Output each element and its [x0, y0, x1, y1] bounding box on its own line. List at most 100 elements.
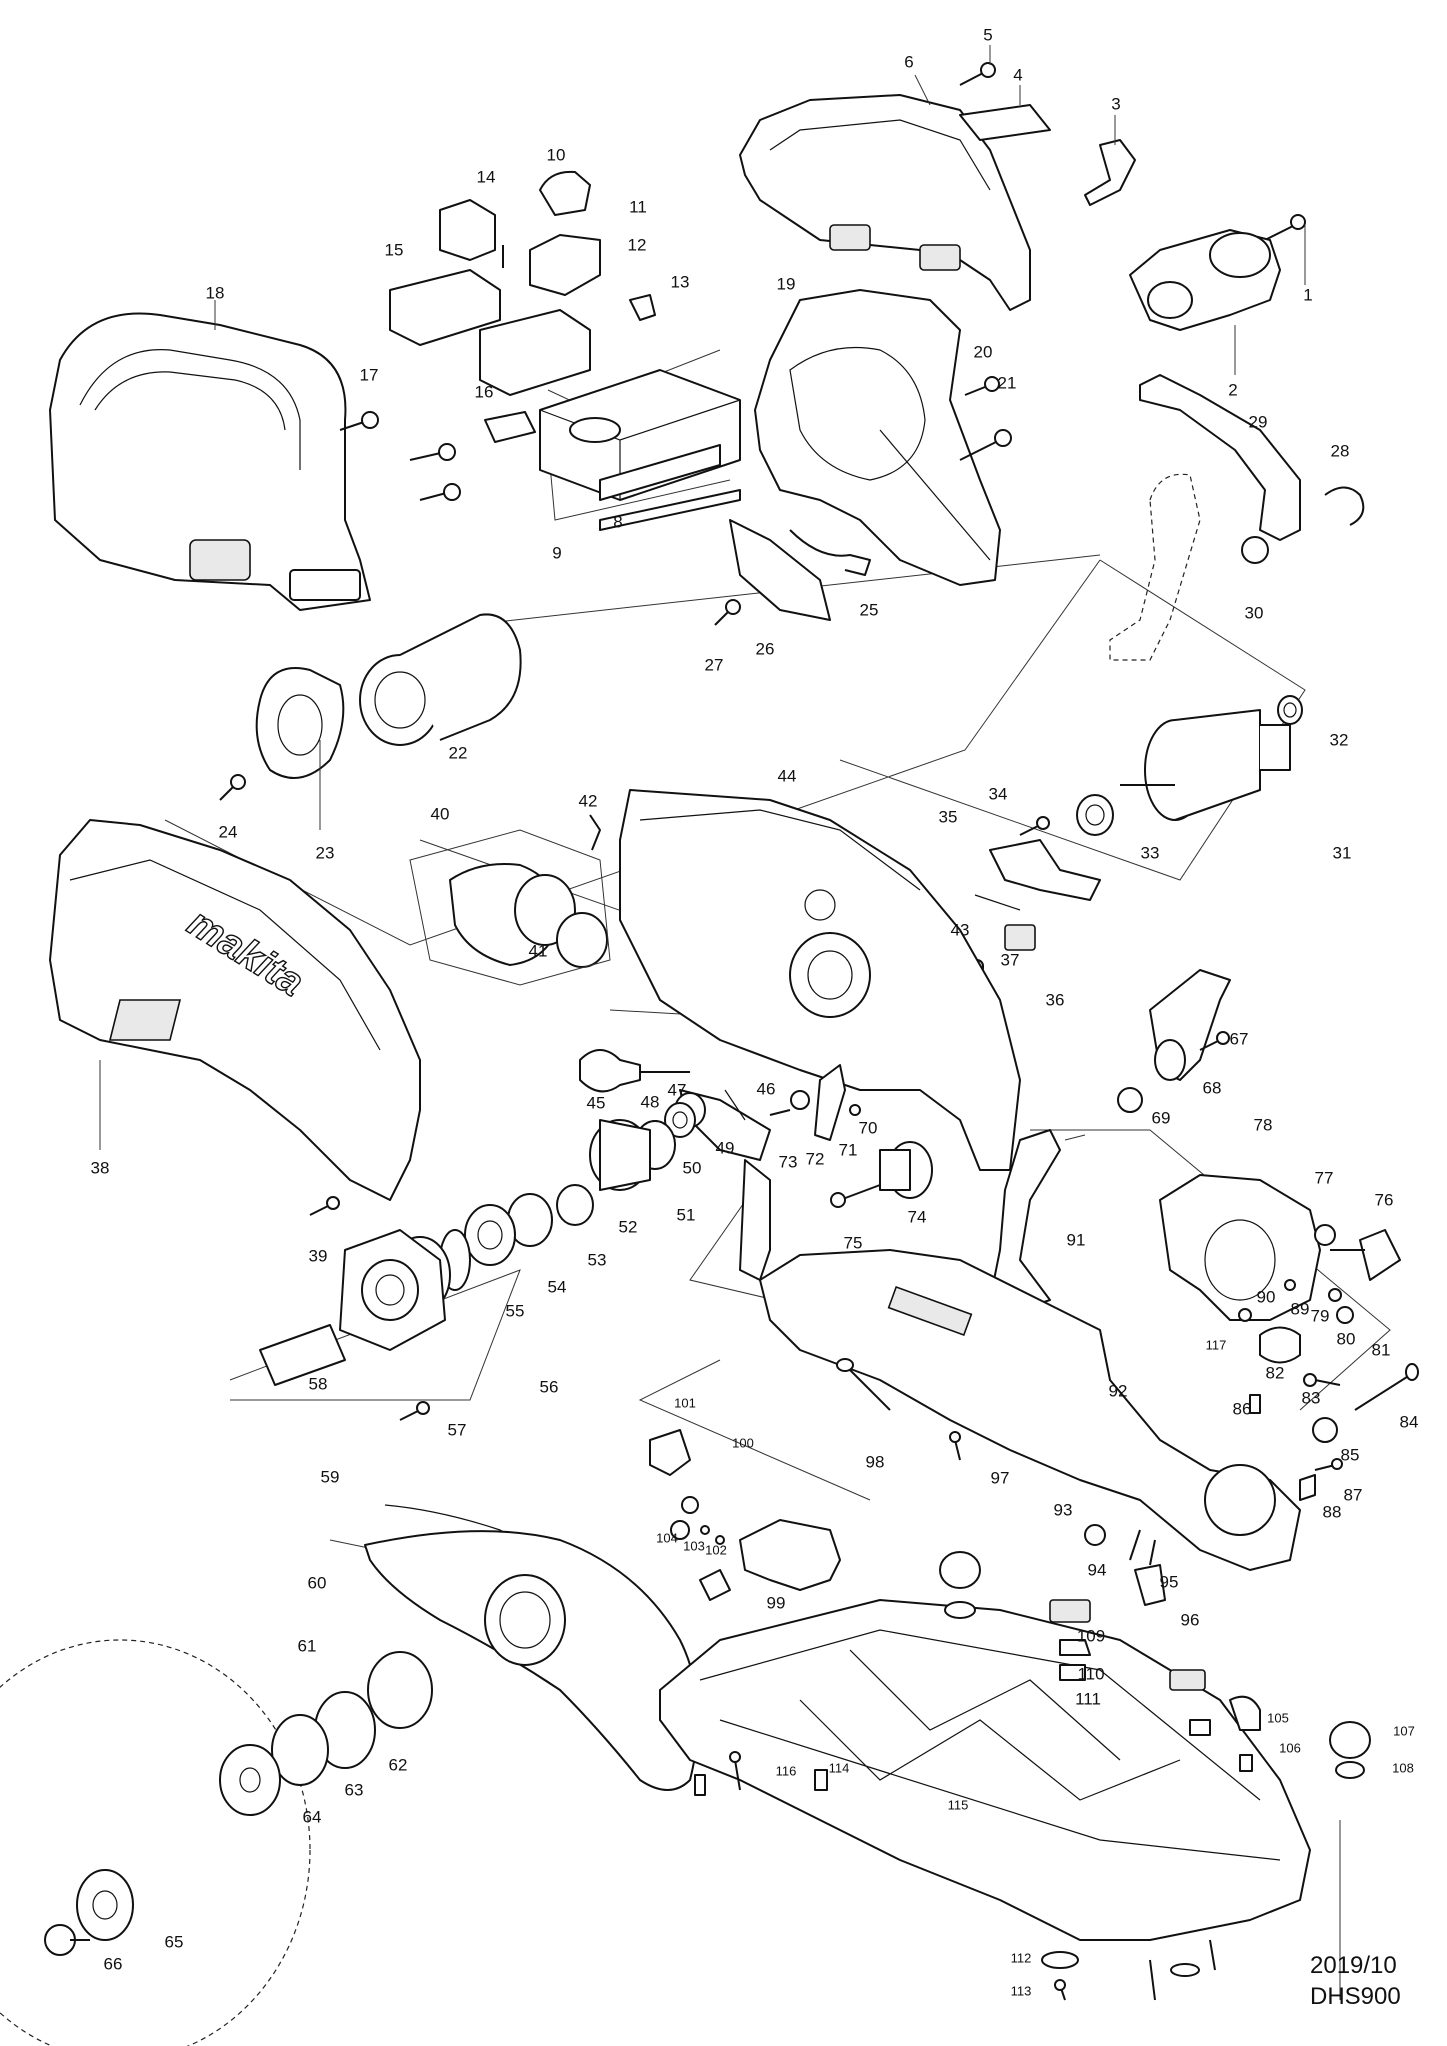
part-label-9: 9 [552, 543, 562, 563]
part-label-51: 51 [676, 1205, 696, 1225]
controller-9 [539, 369, 741, 531]
diagram-date: 2019/10 [1310, 1952, 1397, 1979]
bearing-box-40-41 [409, 829, 611, 986]
part-label-25: 25 [859, 600, 879, 620]
part-label-58: 58 [308, 1374, 328, 1394]
leader-lines [99, 45, 1306, 1150]
blade-guard-38 [49, 819, 421, 1201]
bearing-33 [1076, 794, 1114, 836]
part-label-36: 36 [1045, 990, 1065, 1010]
part-label-104: 104 [656, 1530, 678, 1546]
screw-24 [219, 774, 246, 801]
part-label-45: 45 [586, 1093, 606, 1113]
part-label-92: 92 [1108, 1381, 1128, 1401]
part-label-4: 4 [1013, 65, 1023, 85]
part-label-65: 65 [164, 1932, 184, 1952]
part-label-38: 38 [90, 1158, 110, 1178]
part-label-37: 37 [1000, 950, 1020, 970]
stay-91 [989, 1129, 1061, 1311]
part-label-47: 47 [667, 1080, 687, 1100]
blade-case-44 [619, 789, 1021, 1171]
part-label-42: 42 [578, 791, 598, 811]
part-label-64: 64 [302, 1807, 322, 1827]
part-label-14: 14 [476, 167, 496, 187]
part-label-75: 75 [843, 1233, 863, 1253]
part-label-78: 78 [1253, 1115, 1273, 1135]
part-label-62: 62 [388, 1755, 408, 1775]
part-label-28: 28 [1330, 441, 1350, 461]
part-label-69: 69 [1151, 1108, 1171, 1128]
part-label-15: 15 [384, 240, 404, 260]
part-label-35: 35 [938, 807, 958, 827]
arm-92 [759, 1249, 1301, 1571]
washer-30 [1241, 536, 1269, 564]
lever-29 [1139, 374, 1301, 541]
part-label-32: 32 [1329, 730, 1349, 750]
part-label-44: 44 [777, 766, 797, 786]
part-label-29: 29 [1248, 412, 1268, 432]
part-label-16: 16 [474, 382, 494, 402]
part-label-109: 109 [1076, 1626, 1106, 1646]
part-label-12: 12 [627, 235, 647, 255]
part-label-49: 49 [715, 1138, 735, 1158]
part-label-99: 99 [766, 1593, 786, 1613]
part-label-97: 97 [990, 1468, 1010, 1488]
part-label-19: 19 [776, 274, 796, 294]
part-label-1: 1 [1303, 285, 1313, 305]
part-label-74: 74 [907, 1207, 927, 1227]
flanges-61-66 [44, 1651, 433, 1956]
clip-3 [1084, 139, 1136, 206]
part-label-41: 41 [528, 941, 548, 961]
switch-parts [389, 170, 656, 443]
part-label-89: 89 [1290, 1299, 1310, 1319]
part-label-54: 54 [547, 1277, 567, 1297]
parts-112-116 [694, 1751, 1216, 2001]
part-label-63: 63 [344, 1780, 364, 1800]
part-label-6: 6 [904, 52, 914, 72]
part-label-13: 13 [670, 272, 690, 292]
part-label-31: 31 [1332, 843, 1352, 863]
part-label-85: 85 [1340, 1445, 1360, 1465]
clip-42 [589, 814, 601, 851]
part-label-111: 111 [1075, 1689, 1101, 1709]
part-label-20: 20 [973, 342, 993, 362]
part-label-70: 70 [858, 1118, 878, 1138]
part-label-23: 23 [315, 843, 335, 863]
part-label-91: 91 [1066, 1230, 1086, 1250]
part-label-72: 72 [805, 1149, 825, 1169]
part-label-40: 40 [430, 804, 450, 824]
part-label-110: 110 [1077, 1664, 1105, 1684]
part-label-102: 102 [705, 1542, 727, 1558]
knob-67-69 [1117, 969, 1231, 1113]
part-label-50: 50 [682, 1158, 702, 1178]
part-label-59: 59 [320, 1467, 340, 1487]
part-label-55: 55 [505, 1301, 525, 1321]
part-label-82: 82 [1265, 1363, 1285, 1383]
plate-26 [729, 519, 831, 621]
stator-22 [359, 613, 522, 746]
part-label-106: 106 [1279, 1740, 1301, 1756]
baffle-23 [255, 667, 345, 779]
part-label-53: 53 [587, 1250, 607, 1270]
handle-cover-18 [49, 312, 371, 611]
parts-83-88 [1249, 1363, 1419, 1501]
part-label-11: 11 [629, 197, 647, 217]
part-label-5: 5 [983, 25, 993, 45]
screw-34 [1019, 816, 1050, 836]
part-label-67: 67 [1229, 1029, 1249, 1049]
part-label-33: 33 [1140, 843, 1160, 863]
part-label-22: 22 [448, 743, 468, 763]
part-label-80: 80 [1336, 1329, 1356, 1349]
gear-housing-2 [1129, 229, 1281, 331]
screw-5 [959, 62, 996, 86]
part-label-84: 84 [1399, 1412, 1419, 1432]
part-label-10: 10 [546, 145, 566, 165]
part-label-68: 68 [1202, 1078, 1222, 1098]
bevel-assembly-78-90 [1159, 1174, 1401, 1364]
wire-25 [789, 529, 871, 576]
part-label-98: 98 [865, 1452, 885, 1472]
part-label-100: 100 [732, 1435, 754, 1451]
part-label-113: 113 [1010, 1983, 1032, 1999]
part-label-107: 107 [1393, 1723, 1415, 1739]
part-label-76: 76 [1374, 1190, 1394, 1210]
